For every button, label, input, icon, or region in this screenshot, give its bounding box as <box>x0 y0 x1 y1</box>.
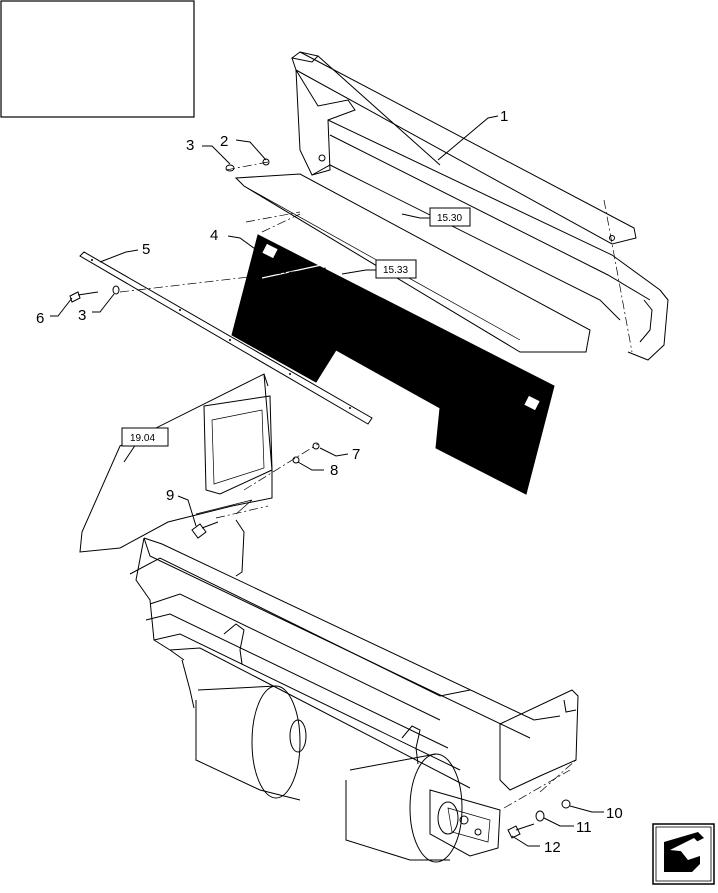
upper-beam-assembly <box>290 51 669 361</box>
reference-1904-label: 19.04 <box>130 433 155 444</box>
callout-10: 10 <box>606 805 623 822</box>
strip-part-5 <box>79 251 373 425</box>
callout-3-upper: 3 <box>186 137 194 154</box>
callout-5: 5 <box>142 241 150 258</box>
callout-8: 8 <box>330 462 338 479</box>
callouts: 1 2 3 4 5 6 3 7 8 9 10 11 12 <box>36 108 623 856</box>
reference-1530[interactable]: 15.30 <box>429 207 471 227</box>
callout-6: 6 <box>36 310 44 327</box>
side-panel-assembly <box>79 373 273 553</box>
lower-drum-assembly <box>129 519 579 863</box>
hardware <box>69 158 320 539</box>
leader-lines <box>50 115 604 847</box>
callout-11: 11 <box>576 819 592 836</box>
callout-2: 2 <box>220 133 228 150</box>
callout-7: 7 <box>352 446 360 463</box>
title-block <box>0 0 195 118</box>
callout-4: 4 <box>210 227 218 244</box>
callout-1: 1 <box>500 108 508 125</box>
hardware-lower <box>507 799 571 839</box>
reference-1530-label: 15.30 <box>437 213 462 224</box>
callout-12: 12 <box>544 839 561 856</box>
reference-1533[interactable]: 15.33 <box>375 259 417 279</box>
next-page-arrow-icon[interactable] <box>652 823 715 885</box>
reference-1904[interactable]: 19.04 <box>121 427 169 447</box>
callout-9: 9 <box>166 487 174 504</box>
black-panel-part-4 <box>231 234 555 495</box>
reference-1533-label: 15.33 <box>383 265 408 276</box>
callout-3-lower: 3 <box>78 307 86 324</box>
